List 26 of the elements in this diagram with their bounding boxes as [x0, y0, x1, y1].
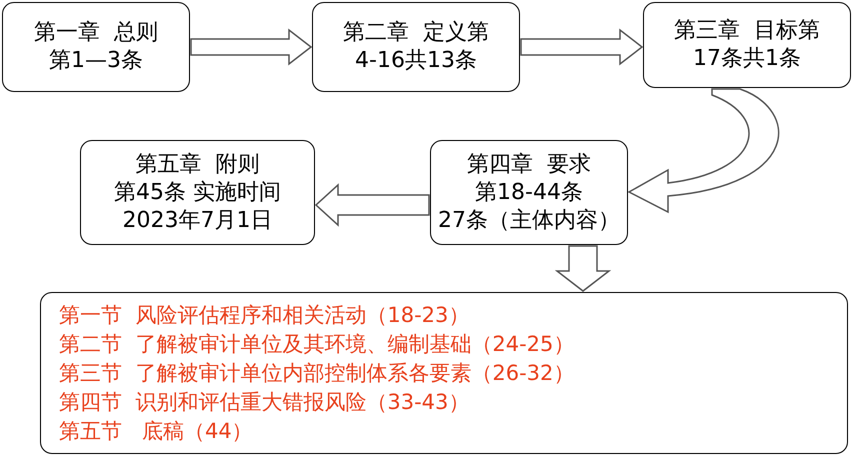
chapter-text: 第一章 总则 — [34, 19, 158, 47]
block-arrow — [190, 28, 312, 66]
chapter-text: 第四章 要求 — [467, 150, 591, 178]
chapter-box — [2, 2, 190, 92]
chapter-text: 2023年7月1日 — [122, 206, 272, 234]
chapter-text: 第18-44条 — [475, 178, 583, 206]
chapter-text: 第45条 实施时间 — [114, 178, 281, 206]
chapter-text: 第五章 附则 — [136, 150, 260, 178]
chapter-text: 第二章 定义第4-16共13条 — [343, 19, 489, 75]
section-line: 第三节 了解被审计单位内部控制体系各要素（26-32） — [59, 360, 574, 386]
section-list-box — [40, 292, 848, 454]
chapter-text: 第1—3条 — [49, 47, 143, 75]
block-arrow — [554, 245, 612, 292]
chapter-text: 27条（主体内容） — [438, 206, 620, 234]
chapter-box — [80, 140, 315, 245]
chapter-text: 第三章 目标第17条共1条 — [674, 17, 820, 73]
block-arrow — [314, 183, 430, 227]
section-line: 第一节 风险评估程序和相关活动（18-23） — [59, 302, 470, 328]
chapter-box — [643, 2, 851, 88]
section-line: 第五节 底稿（44） — [59, 418, 253, 444]
section-line: 第四节 识别和评估重大错报风险（33-43） — [59, 388, 470, 416]
chapter-box — [312, 2, 520, 92]
curved-arrow — [628, 88, 780, 213]
section-line: 第二节 了解被审计单位及其环境、编制基础（24-25） — [59, 330, 574, 358]
chapter-box — [430, 140, 628, 245]
block-arrow — [520, 28, 644, 66]
